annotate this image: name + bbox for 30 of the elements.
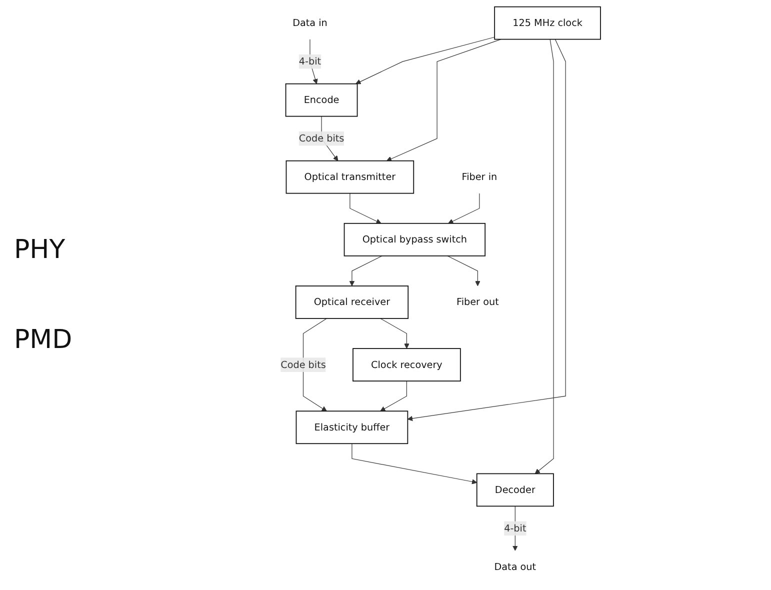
arrow (302, 318, 327, 412)
node-text: Fiber in (462, 171, 498, 182)
edge-label: 4-bit (504, 522, 526, 534)
arrow (356, 36, 495, 84)
arrow (386, 39, 502, 162)
layer-label: PHY (14, 235, 66, 265)
node-text: Data out (494, 560, 536, 572)
node-text: Fiber out (456, 296, 499, 308)
arrow (448, 193, 480, 224)
layer-label: PMD (14, 325, 74, 355)
arrow (349, 256, 382, 286)
edge-label: Code bits (298, 132, 344, 144)
node-box: Optical receiver (295, 286, 409, 319)
edge-label: Code bits (280, 358, 326, 370)
node-box: Clock recovery (352, 348, 461, 382)
arrow (407, 39, 566, 422)
node-box: 125 MHz clock (494, 6, 601, 40)
arrow (350, 193, 382, 224)
node-box: Encode (285, 83, 358, 117)
node-text: Data in (292, 17, 328, 28)
node-box: Optical bypass switch (344, 222, 486, 256)
node-box: Optical transmitter (286, 160, 414, 194)
arrow (447, 256, 480, 286)
arrow (352, 443, 478, 484)
edge-label: 4-bit (298, 56, 322, 67)
node-box: Elasticity buffer (296, 410, 408, 444)
arrow (380, 318, 410, 349)
arrow (380, 380, 407, 412)
arrow (534, 39, 554, 474)
node-box: Decoder (476, 473, 554, 507)
